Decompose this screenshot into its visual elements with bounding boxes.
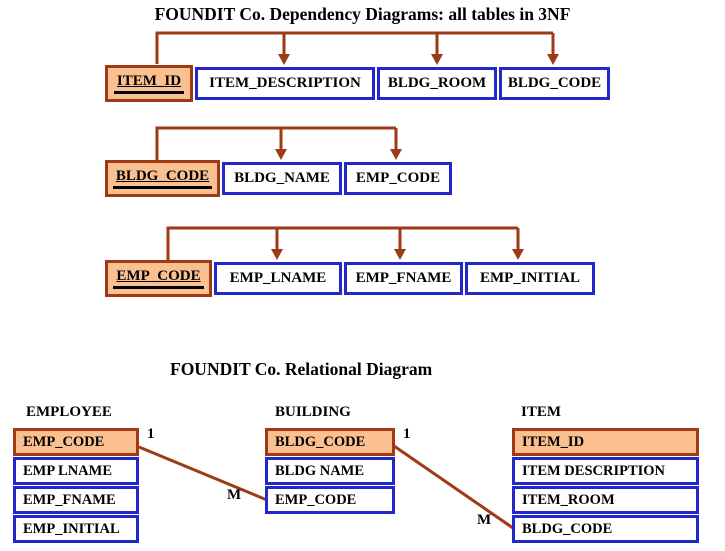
dep-cell-bldg-code-pk: BLDG_CODE bbox=[105, 160, 220, 197]
dep-cell-emp-initial: EMP_INITIAL bbox=[465, 262, 595, 295]
relationship-line-building-item bbox=[393, 444, 514, 530]
table-name-building: BUILDING bbox=[275, 404, 351, 420]
dep-cell-emp-lname: EMP_LNAME bbox=[214, 262, 342, 295]
table-name-employee: EMPLOYEE bbox=[26, 404, 112, 420]
arrowhead-icon bbox=[278, 54, 290, 65]
dependency-arrows-item bbox=[155, 31, 559, 65]
dependency-arrows-building bbox=[155, 126, 402, 160]
relational-table-item: ITEM_ID ITEM DESCRIPTION ITEM_ROOM BLDG_… bbox=[512, 428, 699, 543]
rel-row-bldg-code-fk: BLDG_CODE bbox=[512, 515, 699, 543]
relational-diagram-title: FOUNDIT Co. Relational Diagram bbox=[170, 359, 433, 379]
rel-row-bldg-name: BLDG NAME bbox=[265, 457, 395, 485]
arrowhead-icon bbox=[271, 249, 283, 260]
rel-row-emp-fname: EMP_FNAME bbox=[13, 486, 139, 514]
rel-row-emp-initial: EMP_INITIAL bbox=[13, 515, 139, 543]
dependency-table-building: BLDG_CODE BLDG_NAME EMP_CODE bbox=[105, 160, 452, 197]
rel-row-item-description: ITEM DESCRIPTION bbox=[512, 457, 699, 485]
dependency-diagrams-title: FOUNDIT Co. Dependency Diagrams: all tab… bbox=[154, 4, 571, 24]
dep-cell-bldg-room: BLDG_ROOM bbox=[377, 67, 497, 100]
dependency-table-employee: EMP_CODE EMP_LNAME EMP_FNAME EMP_INITIAL bbox=[105, 260, 595, 297]
rel-row-item-id: ITEM_ID bbox=[512, 428, 699, 456]
table-name-item: ITEM bbox=[521, 404, 562, 420]
arrowhead-icon bbox=[512, 249, 524, 260]
dep-cell-emp-code: EMP_CODE bbox=[344, 162, 452, 195]
dep-cell-bldg-name: BLDG_NAME bbox=[222, 162, 342, 195]
cardinality-many-label: M bbox=[227, 487, 242, 503]
dep-cell-bldg-code: BLDG_CODE bbox=[499, 67, 610, 100]
pk-attribute-label: EMP_CODE bbox=[113, 268, 204, 289]
arrowhead-icon bbox=[394, 249, 406, 260]
cardinality-one-label: 1 bbox=[403, 426, 411, 442]
dependency-arrow-rail bbox=[166, 226, 518, 260]
arrowhead-icon bbox=[547, 54, 559, 65]
dep-cell-emp-fname: EMP_FNAME bbox=[344, 262, 463, 295]
cardinality-one-label: 1 bbox=[147, 426, 155, 442]
relational-table-building: BLDG_CODE BLDG NAME EMP_CODE bbox=[265, 428, 395, 514]
arrowhead-icon bbox=[275, 149, 287, 160]
dependency-table-item: ITEM_ID ITEM_DESCRIPTION BLDG_ROOM BLDG_… bbox=[105, 65, 610, 102]
dep-cell-item-description: ITEM_DESCRIPTION bbox=[195, 67, 375, 100]
arrowhead-icon bbox=[390, 149, 402, 160]
dep-cell-item-id: ITEM_ID bbox=[105, 65, 193, 102]
dep-cell-emp-code-pk: EMP_CODE bbox=[105, 260, 212, 297]
dependency-arrow-rail bbox=[155, 126, 396, 160]
pk-attribute-label: BLDG_CODE bbox=[112, 168, 213, 189]
relationship-line-employee-building bbox=[138, 445, 268, 502]
rel-row-emp-code-fk: EMP_CODE bbox=[265, 486, 395, 514]
rel-row-emp-code: EMP_CODE bbox=[13, 428, 139, 456]
arrowhead-icon bbox=[431, 54, 443, 65]
dependency-arrows-employee bbox=[166, 226, 524, 260]
rel-row-item-room: ITEM_ROOM bbox=[512, 486, 699, 514]
rel-row-bldg-code: BLDG_CODE bbox=[265, 428, 395, 456]
dependency-arrow-rail bbox=[155, 31, 553, 64]
pk-attribute-label: ITEM_ID bbox=[113, 73, 185, 94]
cardinality-many-label: M bbox=[477, 512, 492, 528]
relational-table-employee: EMP_CODE EMP LNAME EMP_FNAME EMP_INITIAL bbox=[13, 428, 139, 543]
rel-row-emp-lname: EMP LNAME bbox=[13, 457, 139, 485]
